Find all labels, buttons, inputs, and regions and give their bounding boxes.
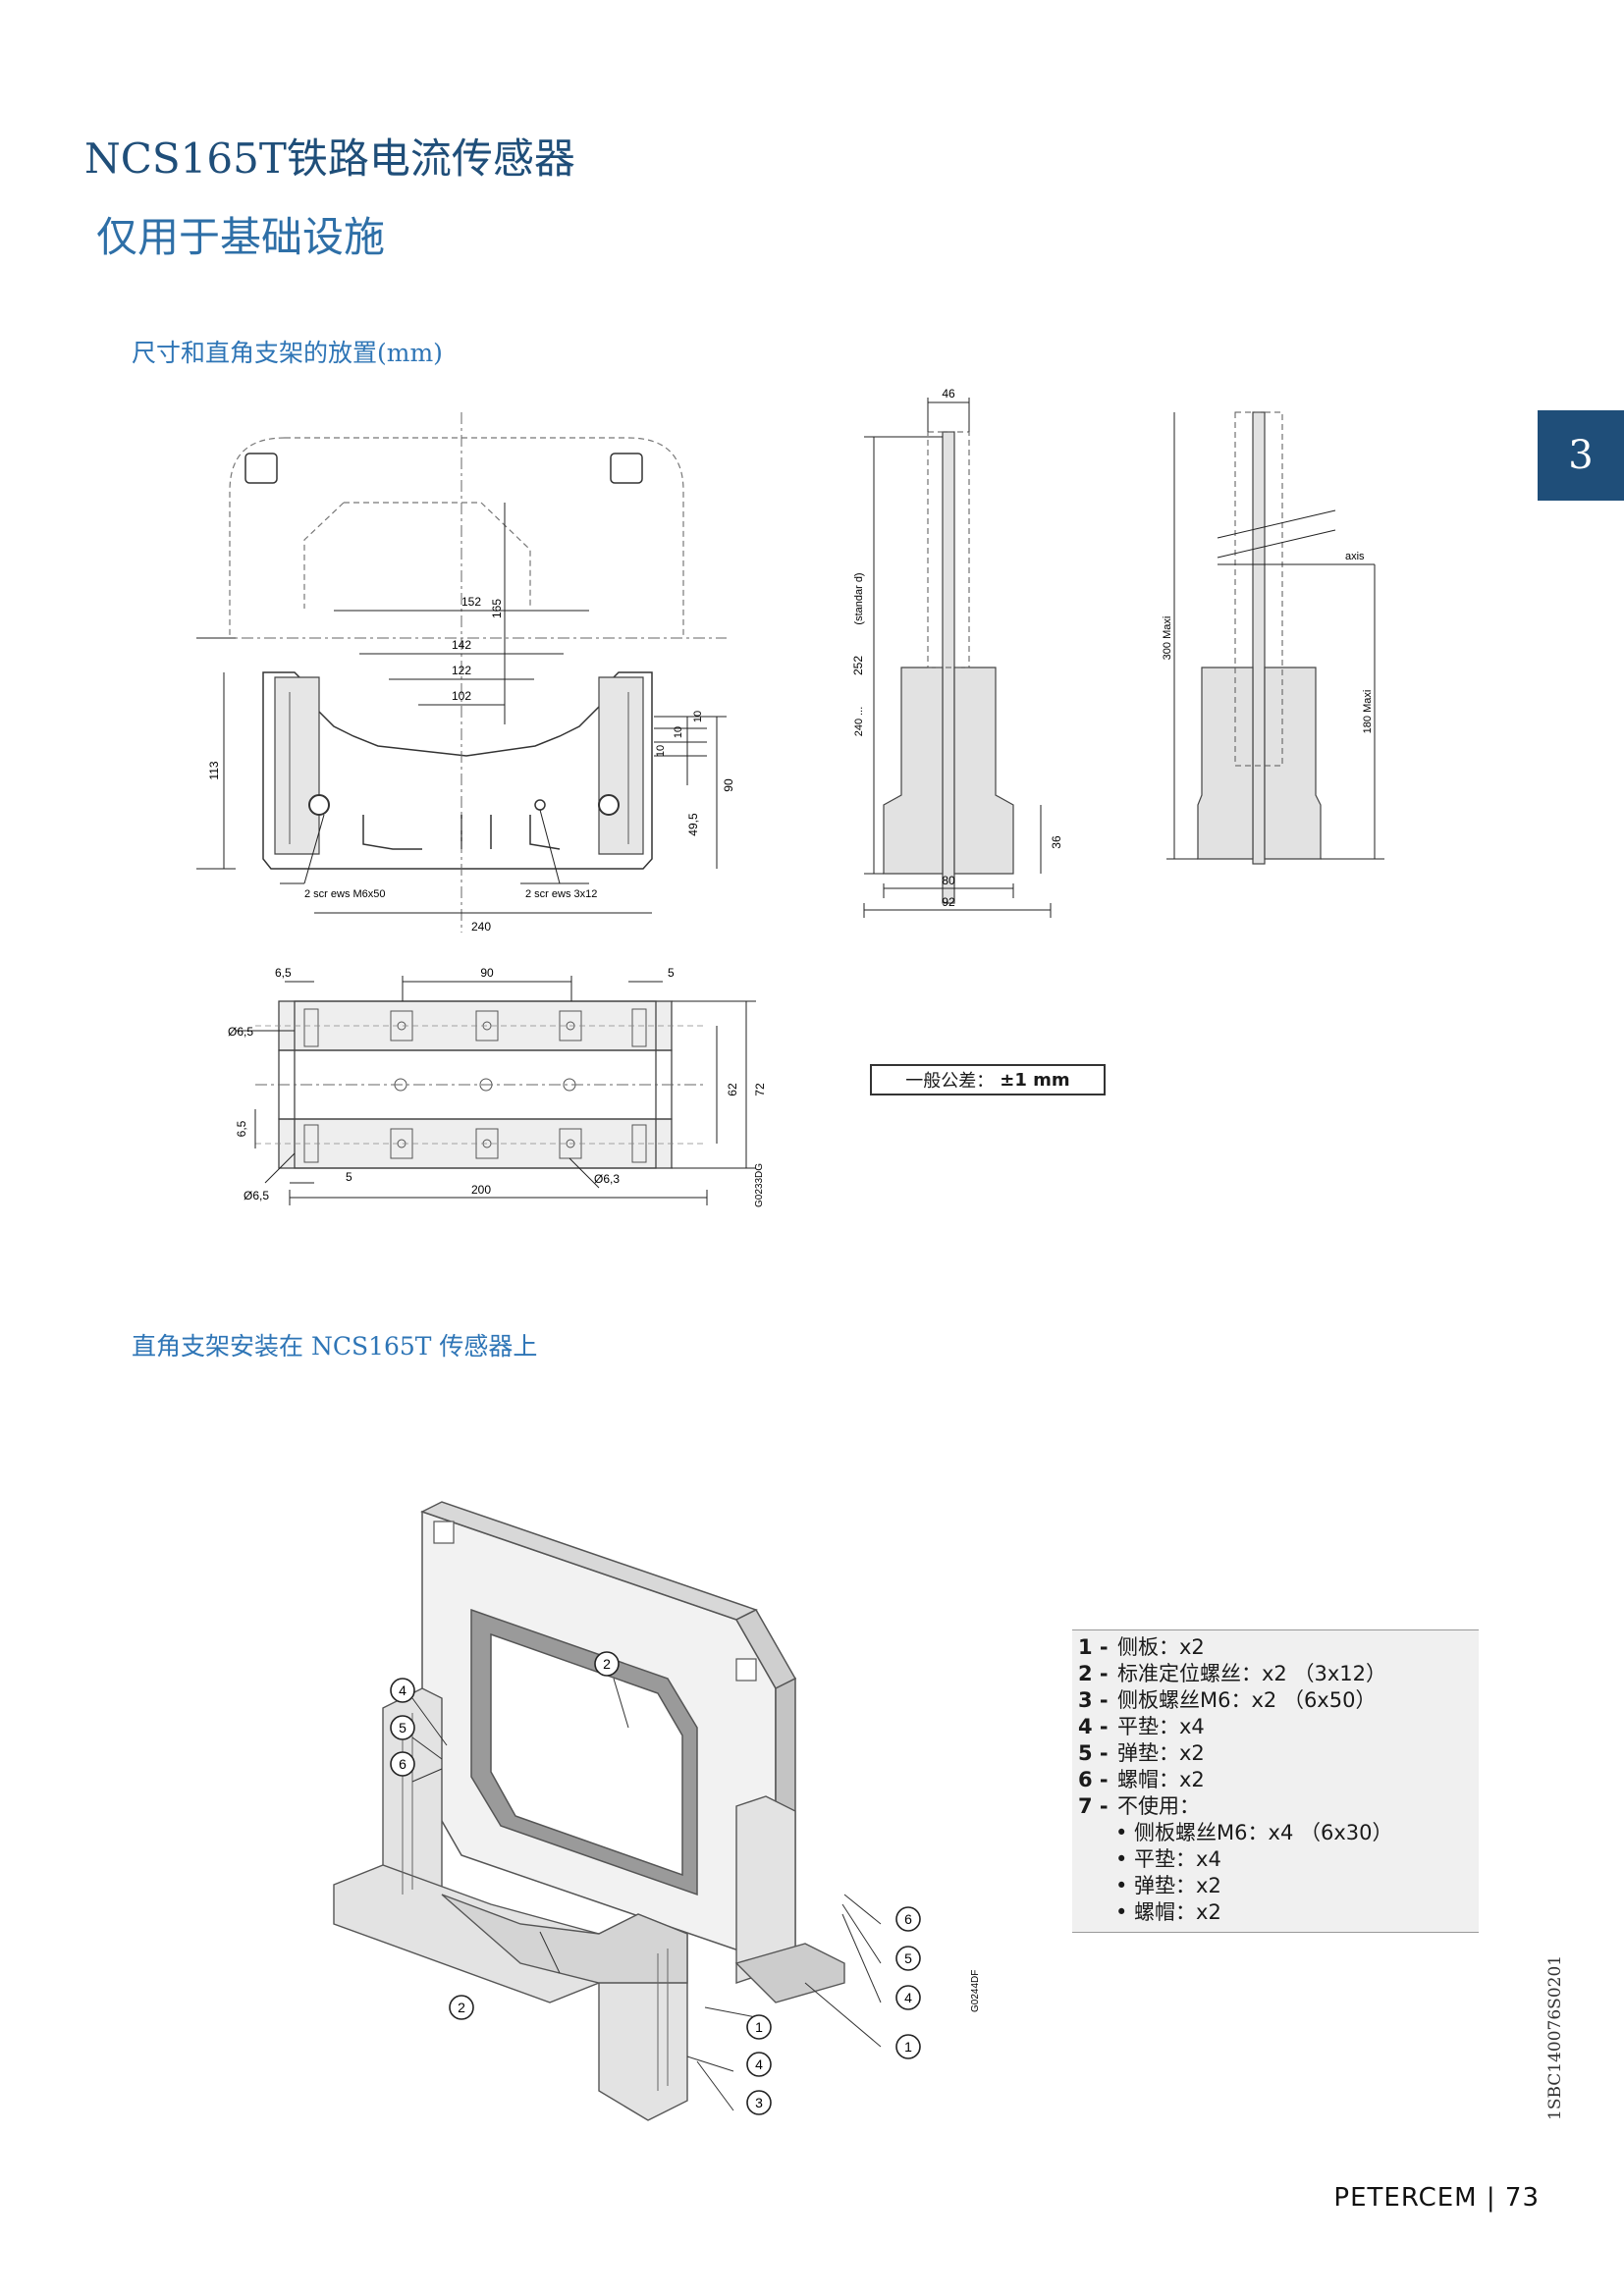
dim-142: 142 <box>452 638 471 652</box>
assembly-illustration: 2 4 5 6 2 1 4 3 6 5 4 1 G0244DF <box>333 1501 981 2121</box>
footer-brand: PETERCEM <box>1333 2183 1478 2213</box>
section-title-mounting: 直角支架安装在 NCS165T 传感器上 <box>132 1332 538 1361</box>
dim-122: 122 <box>452 664 471 677</box>
dim-36: 36 <box>1050 835 1063 849</box>
callout-6-right: 6 <box>904 1911 912 1927</box>
callout-4-right: 4 <box>904 1990 912 2005</box>
dim-46: 46 <box>942 387 955 400</box>
legend-item: 1 -侧板：x2 <box>1078 1635 1205 1659</box>
callout-6-left: 6 <box>399 1756 406 1772</box>
dim-72: 72 <box>753 1083 767 1096</box>
dim-180-max: 180 Maxi <box>1362 690 1374 734</box>
dim-standard: (standar d) <box>853 572 865 624</box>
dim-62: 62 <box>726 1083 739 1096</box>
legend-item: 5 -弹垫：x2 <box>1078 1741 1205 1765</box>
chapter-tab: 3 <box>1538 410 1624 501</box>
side-view-2-drawing: 300 Maxi axis 180 Maxi <box>1162 411 1384 865</box>
dim-252: 252 <box>851 656 865 675</box>
dim-10a: 10 <box>692 711 704 722</box>
screw-label-3x12: 2 scr ews 3x12 <box>525 888 597 900</box>
legend-subitem: • 弹垫：x2 <box>1115 1874 1221 1897</box>
dim-6-5a: 6,5 <box>275 966 292 980</box>
dim-90-bottom: 90 <box>480 966 494 980</box>
page-footer: PETERCEM | 73 <box>1333 2183 1540 2213</box>
callout-2-top: 2 <box>603 1656 611 1672</box>
footer-separator: | <box>1486 2183 1496 2213</box>
front-view-drawing: 152 165 142 122 102 132 113 10 10 10 90 … <box>196 412 735 934</box>
legend-item: 4 -平垫：x4 <box>1078 1715 1205 1738</box>
tolerance-value: ±1 mm <box>1000 1069 1070 1091</box>
dim-10c: 10 <box>655 745 667 757</box>
drawing-code-1: G0233DG <box>754 1163 765 1207</box>
side-view-drawing: 46 252 (standar d) 240 ... 36 80 92 <box>851 387 1063 918</box>
parts-legend: 1 -侧板：x2 2 -标准定位螺丝：x2 （3x12） 3 -侧板螺丝M6：x… <box>1072 1629 1479 1933</box>
dim-240: 240 <box>471 920 491 934</box>
legend-subitem: • 侧板螺丝M6：x4 （6x30） <box>1115 1821 1393 1844</box>
legend-item: 7 -不使用： <box>1078 1794 1200 1818</box>
legend-item: 6 -螺帽：x2 <box>1078 1768 1205 1791</box>
callout-2-bottom: 2 <box>458 2000 465 2015</box>
drawing-code-2: G0244DF <box>970 1970 981 2012</box>
dim-300-max: 300 Maxi <box>1162 616 1173 661</box>
tolerance-label: 一般公差： <box>905 1071 995 1092</box>
section-title-dimensions: 尺寸和直角支架的放置(mm) <box>132 339 443 367</box>
dim-113: 113 <box>207 761 221 779</box>
axis-label: axis <box>1345 551 1365 562</box>
callout-4-center: 4 <box>755 2056 763 2072</box>
dim-phi-6-3: Ø6,3 <box>594 1172 620 1186</box>
dim-6-5b: 6,5 <box>235 1120 248 1137</box>
dim-80: 80 <box>942 874 955 887</box>
dim-49-5: 49,5 <box>686 813 700 836</box>
dim-phi-6-5a: Ø6,5 <box>228 1025 253 1039</box>
dim-90: 90 <box>722 778 735 792</box>
legend-item: 2 -标准定位螺丝：x2 （3x12） <box>1078 1662 1386 1685</box>
screw-label-m6: 2 scr ews M6x50 <box>304 888 386 900</box>
dim-165: 165 <box>490 599 504 618</box>
callout-4-left: 4 <box>399 1682 406 1698</box>
dim-10b: 10 <box>673 726 684 738</box>
callout-1-right: 1 <box>904 2039 912 2055</box>
dim-152: 152 <box>461 595 481 609</box>
tolerance-box: 一般公差： ±1 mm <box>870 1064 1106 1095</box>
dim-5a: 5 <box>668 966 675 980</box>
dim-92: 92 <box>942 895 955 909</box>
dim-5b: 5 <box>346 1170 352 1184</box>
legend-item: 3 -侧板螺丝M6：x2 （6x50） <box>1078 1688 1377 1712</box>
page-title: NCS165T铁路电流传感器 <box>84 134 575 183</box>
callout-3-center: 3 <box>755 2095 763 2110</box>
dim-240-max: 240 ... <box>853 707 865 737</box>
document-id: 1SBC140076S0201 <box>1545 1954 1565 2120</box>
callout-5-right: 5 <box>904 1950 912 1966</box>
bottom-view-drawing: 6,5 90 5 Ø6,5 6,5 62 72 5 200 Ø6,3 Ø6,5 … <box>228 966 767 1207</box>
callout-1-center: 1 <box>755 2019 763 2035</box>
dim-phi-6-5b: Ø6,5 <box>244 1189 269 1202</box>
page-number: 73 <box>1504 2183 1540 2213</box>
dim-200: 200 <box>471 1183 491 1197</box>
dim-102: 102 <box>452 689 471 703</box>
legend-subitem: • 螺帽：x2 <box>1115 1900 1221 1924</box>
page-subtitle: 仅用于基础设施 <box>96 213 386 261</box>
callout-5-left: 5 <box>399 1720 406 1735</box>
legend-subitem: • 平垫：x4 <box>1115 1847 1221 1871</box>
